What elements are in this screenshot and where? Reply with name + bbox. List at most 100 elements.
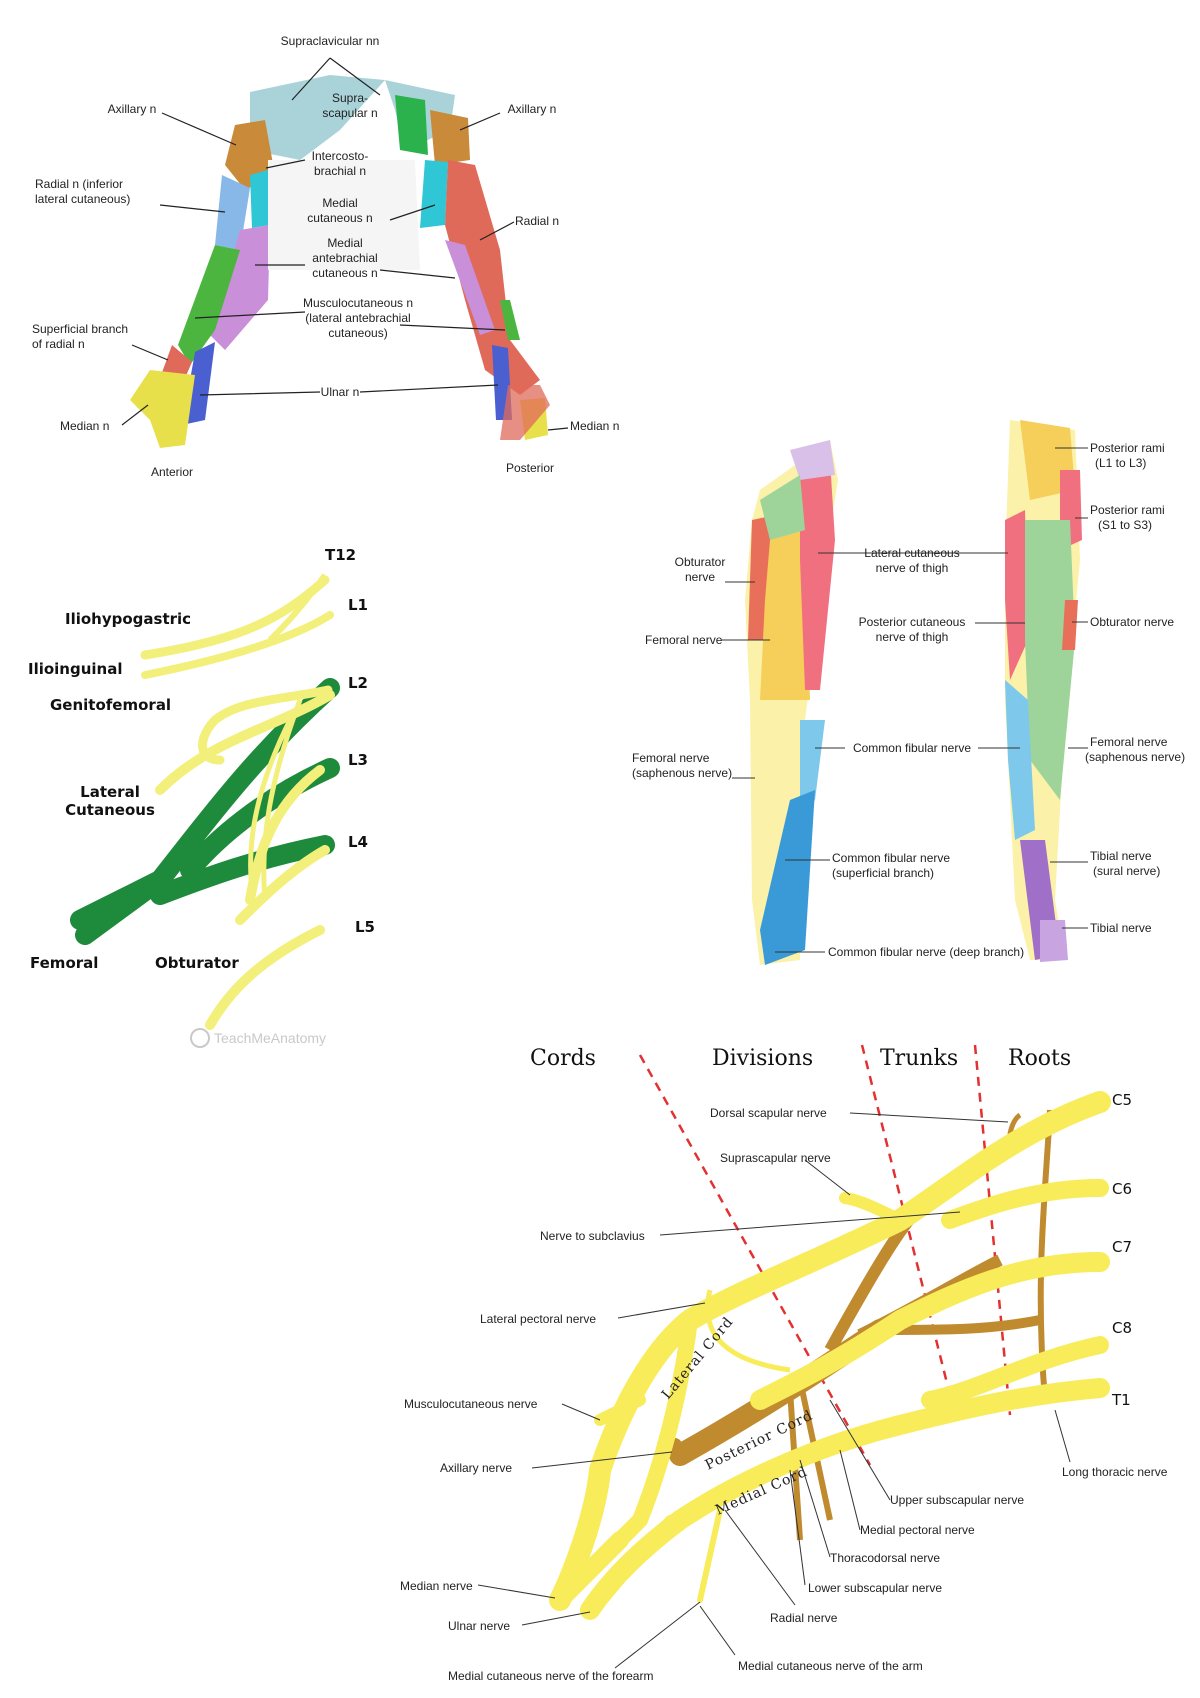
leader-supraclavicular [291, 57, 381, 101]
label-medial-pectoral: Medial pectoral nerve [860, 1523, 975, 1537]
label-medial-antebrachial-2: antebrachial [312, 251, 377, 265]
leader-axillary [531, 1451, 673, 1469]
label-common-fibular: Common fibular nerve [853, 741, 971, 755]
median-nerve-branch [551, 1531, 629, 1609]
label-lateral-cut-1: Lateral cutaneous [864, 546, 959, 560]
hand-right [500, 385, 550, 440]
femoral-nerve-trunk [70, 678, 340, 945]
leader-suprascapular [804, 1159, 851, 1196]
label-upper-subscapular: Upper subscapular nerve [890, 1493, 1024, 1507]
supraclavicular-region-left [250, 75, 385, 160]
medial-antebrachial-region-right [445, 240, 495, 335]
label-posterior: Posterior [506, 461, 554, 475]
tibial-foot-region [1040, 920, 1068, 962]
leader-radial-right [479, 221, 515, 241]
label-superficial-radial-2: of radial n [32, 337, 85, 351]
label-axillary-left: Axillary n [108, 102, 157, 116]
label-post-rami-s-2: (S1 to S3) [1098, 518, 1152, 532]
label-post-rami-l-1: Posterior rami [1090, 441, 1165, 455]
label-ulnar: Ulnar n [321, 385, 360, 399]
medial-cutaneous-region-right [420, 160, 448, 228]
label-obturator-2: nerve [685, 570, 715, 584]
label-lateral-1: Lateral [80, 783, 140, 801]
header-divisions: Divisions [712, 1046, 813, 1071]
label-t12: T12 [325, 546, 356, 564]
radial-region-right [445, 160, 540, 395]
label-tibial-sural-1: Tibial nerve [1090, 849, 1152, 863]
leader-axillary-right [459, 112, 501, 131]
leader-long-thoracic [1054, 1409, 1071, 1463]
header-cords: Cords [530, 1046, 596, 1071]
label-common-fibular-sup-1: Common fibular nerve [832, 851, 950, 865]
label-common-fibular-sup-2: (superficial branch) [832, 866, 934, 880]
label-l2: L2 [348, 674, 368, 692]
label-ulnar: Ulnar nerve [448, 1619, 510, 1633]
label-lateral-cut-2: nerve of thigh [876, 561, 949, 575]
label-post-rami-s-1: Posterior rami [1090, 503, 1165, 517]
label-ilioinguinal: Ilioinguinal [28, 660, 123, 678]
label-femoral-saph-2: (saphenous nerve) [632, 766, 732, 780]
label-medial-antebrachial-3: cutaneous n [312, 266, 377, 280]
label-l4: L4 [348, 833, 368, 851]
header-roots: Roots [1008, 1046, 1071, 1071]
c7-root [750, 1252, 1110, 1410]
label-medial-cutaneous-1: Medial [322, 196, 357, 210]
label-common-fibular-deep: Common fibular nerve (deep branch) [828, 945, 1024, 959]
label-iliohypogastric: Iliohypogastric [65, 610, 191, 628]
musculocutaneous-region-right [500, 300, 520, 340]
upper-green-region-ant [760, 475, 805, 540]
leader-musculocutaneous [561, 1403, 601, 1421]
leader-median-left [121, 404, 149, 426]
brachial-plexus-panel: Lateral Cord Posterior Cord Medial Cord … [400, 1044, 1168, 1683]
label-femoral-post-1: Femoral nerve [1090, 735, 1168, 749]
musculocutaneous-region-left [178, 245, 240, 365]
label-suprascapular: Suprascapular nerve [720, 1151, 831, 1165]
label-lateral-pectoral: Lateral pectoral nerve [480, 1312, 596, 1326]
leader-radial-inferior [159, 204, 226, 213]
leader-medial-cut-forearm [614, 1601, 701, 1669]
leader-musculocutaneous [194, 311, 506, 331]
leader-medial-antebrachial [255, 264, 456, 279]
c5-root [549, 1091, 1111, 1611]
label-musculocutaneous: Musculocutaneous nerve [404, 1397, 538, 1411]
medial-cutaneous-region-left [250, 170, 270, 228]
label-musculocutaneous-2: (lateral antebrachial [305, 311, 410, 325]
axillary-branch [668, 1438, 687, 1462]
axillary-region-right [430, 110, 470, 165]
lateral-cutaneous-nerve [155, 690, 335, 795]
label-obturator-1: Obturator [675, 555, 726, 569]
label-musculocutaneous-1: Musculocutaneous n [303, 296, 413, 310]
lower-limb-panel: Obturator nerve Femoral nerve Femoral ne… [632, 420, 1185, 965]
lumbar-plexus-panel: T12 L1 L2 L3 L4 L5 Iliohypogastric Ilioi… [28, 546, 375, 1048]
label-obturator: Obturator [155, 954, 239, 972]
leader-ulnar [521, 1611, 591, 1626]
leader-medial-cutaneous [389, 204, 436, 221]
label-radial-right: Radial n [515, 214, 559, 228]
label-thoracodorsal: Thoracodorsal nerve [830, 1551, 940, 1565]
leader-thoracodorsal [799, 1459, 831, 1558]
leader-median [477, 1584, 556, 1599]
t12-branch [267, 573, 328, 643]
label-femoral-saph-1: Femoral nerve [632, 751, 710, 765]
obturator-fibres [248, 699, 303, 911]
header-trunks: Trunks [880, 1046, 958, 1071]
label-tibial: Tibial nerve [1090, 921, 1152, 935]
label-post-cut-1: Posterior cutaneous [859, 615, 966, 629]
label-axillary: Axillary nerve [440, 1461, 512, 1475]
leader-intercostobrachial [265, 159, 306, 169]
label-medial-cut-forearm: Medial cutaneous nerve of the forearm [448, 1669, 653, 1683]
label-obturator-post: Obturator nerve [1090, 615, 1174, 629]
label-l5: L5 [355, 918, 375, 936]
musculocutaneous-branch [594, 1394, 646, 1426]
leader-superficial-radial [131, 344, 169, 361]
label-t1: T1 [1111, 1391, 1131, 1409]
torso-outline [268, 160, 420, 270]
suprascapular-branch [839, 1192, 906, 1226]
lateral-cutaneous-region-post [1005, 510, 1028, 680]
leader-upper-subscapular [829, 1399, 891, 1501]
median-region-left [130, 370, 195, 448]
label-genitofemoral: Genitofemoral [50, 696, 171, 714]
c8-root [921, 1336, 1109, 1409]
label-radial-inferior-1: Radial n (inferior [35, 177, 123, 191]
